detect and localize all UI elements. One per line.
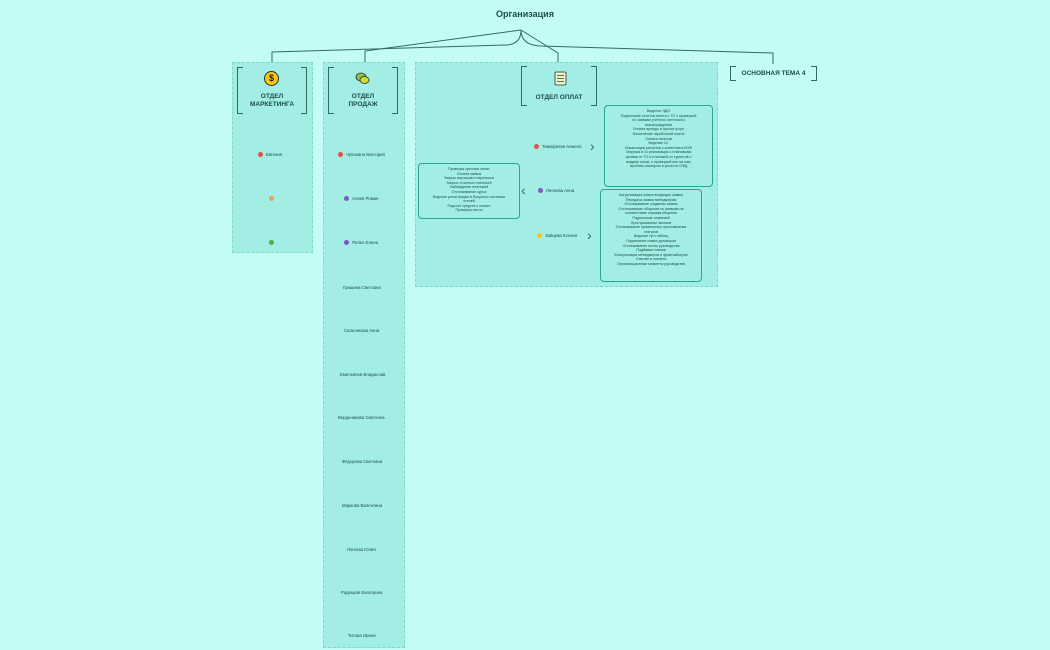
avatar	[537, 233, 542, 239]
chevron-left-icon: ‹	[521, 182, 526, 198]
sales-dept-header[interactable]: ОТДЕЛ ПРОДАЖ	[328, 65, 398, 115]
chevron-right-icon: ›	[590, 138, 595, 154]
member-node[interactable]: Фёдорова Светлана	[342, 459, 383, 464]
dollar-coin-icon: $	[264, 71, 279, 86]
member-node[interactable]: Тимофеева Анжела	[534, 144, 582, 150]
member-node[interactable]: Чупахина Виктория	[338, 152, 385, 158]
member-node[interactable]: Верденикова Светлана	[338, 415, 385, 420]
avatar	[538, 188, 543, 194]
member-node[interactable]	[269, 196, 277, 202]
topic4-header[interactable]: ОСНОВНАЯ ТЕМА 4	[730, 66, 817, 82]
payments-dept-label: ОТДЕЛ ОПЛАТ	[535, 94, 583, 101]
avatar	[344, 196, 349, 202]
avatar	[269, 196, 274, 202]
member-node[interactable]: Пелех Елена	[344, 240, 378, 246]
avatar	[258, 152, 263, 158]
member-node[interactable]: Лонгова Юлия	[347, 547, 376, 552]
payments-dept-header[interactable]: ОТДЕЛ ОПЛАТ	[521, 65, 597, 107]
member-node[interactable]: Емельянов Владислав	[340, 372, 386, 377]
member-node[interactable]: Алиев Роман	[344, 196, 378, 202]
checklist-icon	[553, 71, 568, 86]
member-node[interactable]: Сальникова Анна	[344, 328, 380, 333]
avatar	[534, 144, 539, 150]
sales-dept-panel	[323, 62, 405, 648]
sales-dept-label: ОТДЕЛ ПРОДАЖ	[348, 93, 378, 109]
member-node[interactable]: Радецкая Екатерина	[341, 590, 383, 595]
member-node[interactable]	[269, 240, 277, 246]
marketing-dept-label: ОТДЕЛ МАРКЕТИНГА	[249, 93, 295, 109]
member-node[interactable]: Леонова Анна	[538, 188, 574, 194]
marketing-dept-panel	[232, 62, 313, 253]
member-node[interactable]: Евгения	[258, 152, 282, 158]
chevron-right-icon: ›	[587, 227, 592, 243]
diagram-title: Организация	[496, 9, 554, 19]
marketing-dept-header[interactable]: $ ОТДЕЛ МАРКЕТИНГА	[237, 65, 307, 115]
member-node[interactable]: Титова Ирина	[348, 633, 376, 638]
member-node[interactable]: Маркова Валентина	[342, 503, 383, 508]
avatar	[344, 240, 349, 246]
avatar	[338, 152, 343, 158]
member-node[interactable]: Гришина Светлана	[343, 285, 381, 290]
topic4-label: ОСНОВНАЯ ТЕМА 4	[741, 70, 806, 77]
avatar	[269, 240, 274, 246]
member-node[interactable]: Зайцева Ксения	[537, 233, 577, 239]
chat-bubbles-icon	[355, 71, 370, 86]
